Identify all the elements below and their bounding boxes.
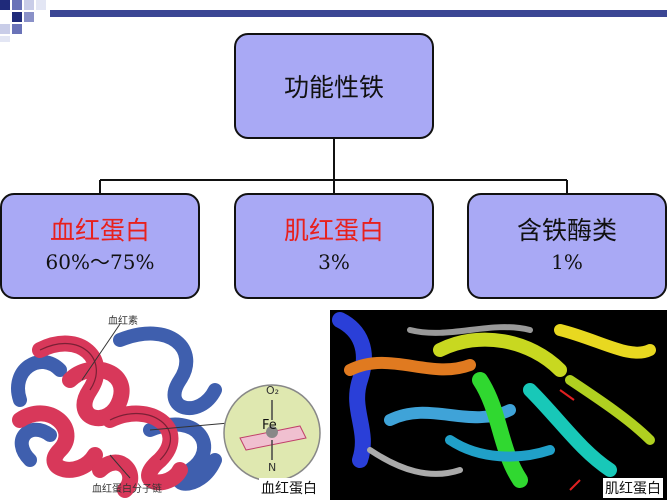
myoglobin-illustration: 肌红蛋白 [330, 310, 667, 500]
n-label: N [268, 461, 277, 474]
hemoglobin-structure-image [11, 323, 321, 498]
child-percent: 60%～75% [45, 250, 155, 274]
child-title: 肌红蛋白 [283, 216, 384, 245]
child-node-myoglobin: 肌红蛋白 3% [234, 193, 434, 299]
heme-label: 血红素 [108, 316, 138, 327]
child-percent: 1% [551, 250, 583, 274]
root-node: 功能性铁 [234, 33, 434, 139]
child-title: 血红蛋白 [49, 216, 150, 245]
child-node-hemoglobin: 血红蛋白 60%～75% [0, 193, 200, 299]
myoglobin-caption: 肌红蛋白 [603, 478, 663, 498]
header-decoration [0, 0, 667, 42]
hemoglobin-illustration: 血红素 血红蛋白分子链 O₂ Fe N 血红蛋白 [0, 310, 327, 500]
tree-connectors [99, 139, 568, 193]
child-title: 含铁酶类 [516, 216, 617, 245]
root-title: 功能性铁 [283, 73, 384, 102]
o2-label: O₂ [266, 384, 280, 397]
myoglobin-structure-image [332, 312, 656, 491]
child-percent: 3% [318, 250, 350, 274]
fe-label: Fe [262, 418, 277, 433]
child-node-iron-enzymes: 含铁酶类 1% [467, 193, 667, 299]
chain-label: 血红蛋白分子链 [92, 484, 162, 495]
hemoglobin-caption: 血红蛋白 [259, 478, 319, 498]
